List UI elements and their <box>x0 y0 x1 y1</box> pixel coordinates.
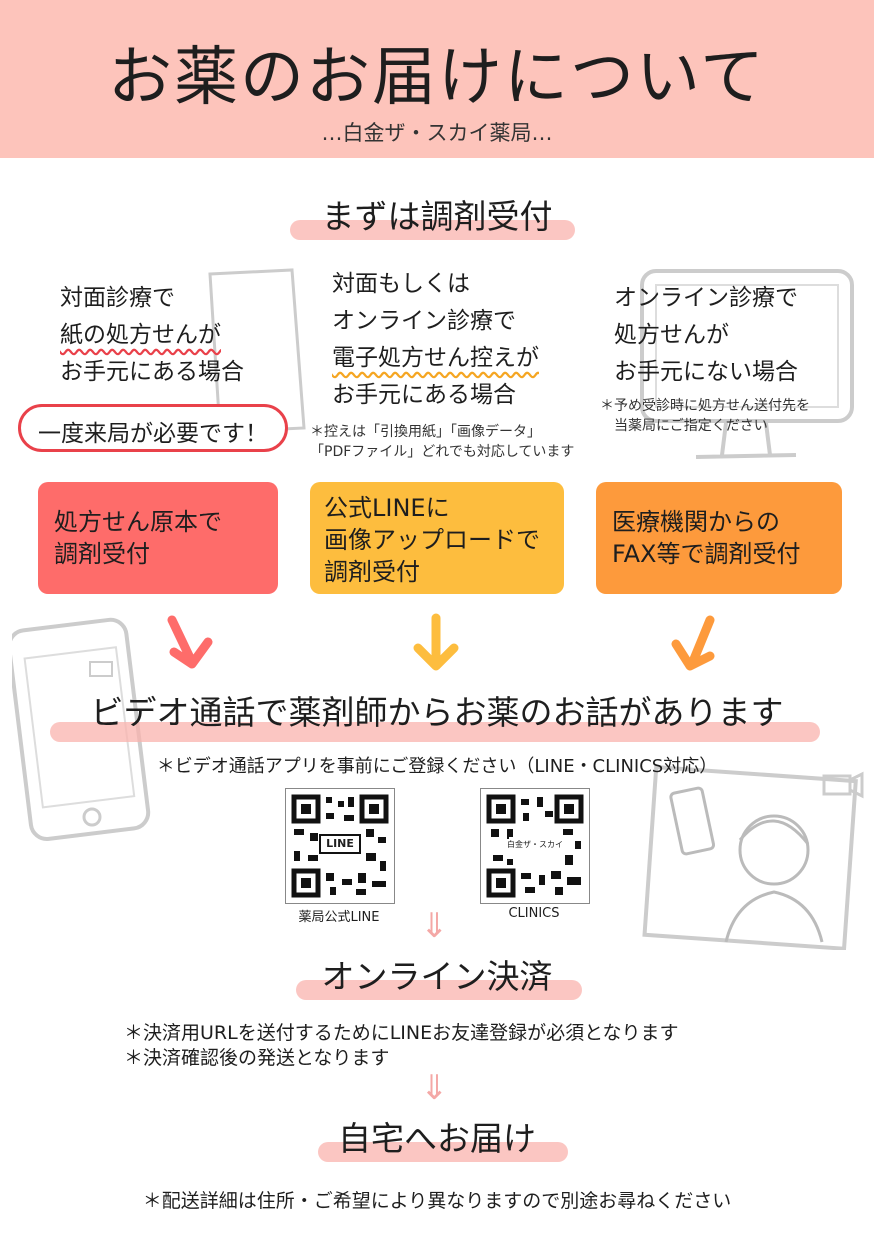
step4-heading: 自宅へお届け <box>338 1119 536 1158</box>
case2-note-line: ＊控えは「引換用紙」「画像データ」 <box>310 424 541 440</box>
arrow-down-icon <box>671 615 715 671</box>
heading-underline <box>290 220 575 240</box>
case3-line: オンライン診療で <box>614 285 798 311</box>
heading-underline <box>296 980 582 1000</box>
qr-pattern-icon <box>486 794 584 898</box>
qr-caption: CLINICS <box>508 906 560 921</box>
case2-line: オンライン診療で <box>332 308 516 334</box>
arrow-down-icon <box>167 615 213 669</box>
case3-note-line: 当薬局にご指定ください <box>614 418 768 434</box>
arrow-down-icon: ⇓ <box>420 906 449 946</box>
case2-line: 電子処方せん控えが <box>332 345 539 371</box>
case3-note-line: ＊予め受診時に処方せん送付先を <box>600 398 810 414</box>
case3-line: 処方せんが <box>614 322 729 348</box>
case2-text: 対面もしくは オンライン診療で 電子処方せん控えが お手元にある場合 <box>332 266 539 414</box>
heading-underline <box>50 722 820 742</box>
case2-note-line: 「PDFファイル」どれでも対応しています <box>310 444 575 460</box>
reception-box-fax: 医療機関からの FAX等で調剤受付 <box>596 482 842 594</box>
step1-heading: まずは調剤受付 <box>321 197 553 236</box>
case3-line: お手元にない場合 <box>614 359 798 385</box>
reception-box-paper: 処方せん原本で 調剤受付 <box>38 482 278 594</box>
qr-logo-label: LINE <box>326 837 354 850</box>
payment-note: ＊決済用URLを送付するためにLINEお友達登録が必須となります <box>124 1022 679 1044</box>
step3-heading: オンライン決済 <box>321 957 553 996</box>
callout-bubble <box>18 404 288 452</box>
arrow-down-icon: ⇓ <box>420 1068 449 1108</box>
case2-line: 対面もしくは <box>332 271 470 297</box>
qr-pattern-icon <box>291 794 389 898</box>
line-qr-code[interactable]: LINE <box>285 788 395 904</box>
delivery-note: ＊配送詳細は住所・ご希望により異なりますので別途お尋ねください <box>142 1190 732 1212</box>
heading-underline <box>318 1142 568 1162</box>
pharmacy-name: …白金ザ・スカイ薬局… <box>321 121 553 145</box>
qr-caption: 薬局公式LINE <box>298 910 380 925</box>
header-banner <box>0 0 874 158</box>
video-note: ＊ビデオ通話アプリを事前にご登録ください（LINE・CLINICS対応） <box>156 756 718 777</box>
case1-line: 紙の処方せんが <box>60 322 221 348</box>
clinics-qr-code[interactable]: 白金ザ・スカイ <box>480 788 590 904</box>
callout-text: 一度来局が必要です！ <box>38 421 268 447</box>
reception-box-line: 公式LINEに 画像アップロードで 調剤受付 <box>310 482 564 594</box>
case2-line: お手元にある場合 <box>332 382 516 408</box>
case1-line: お手元にある場合 <box>60 359 244 385</box>
page-title: お薬のお届けについて <box>107 41 767 115</box>
case1-line: 対面診療で <box>60 285 175 311</box>
arrow-down-icon <box>413 613 459 671</box>
step2-heading: ビデオ通話で薬剤師からお薬のお話があります <box>90 693 784 732</box>
case3-text: オンライン診療で 処方せんが お手元にない場合 <box>614 280 798 391</box>
pharmacist-video-sketch-icon <box>642 765 864 950</box>
case1-text: 対面診療で 紙の処方せんが お手元にある場合 <box>60 280 244 391</box>
case2-note: ＊控えは「引換用紙」「画像データ」 「PDFファイル」どれでも対応しています <box>310 422 574 462</box>
qr-logo-label: 白金ザ・スカイ <box>507 840 563 849</box>
case3-note: ＊予め受診時に処方せん送付先を 当薬局にご指定ください <box>600 396 810 436</box>
monitor-sketch-icon <box>640 269 854 459</box>
payment-note: ＊決済確認後の発送となります <box>124 1047 390 1069</box>
paper-sketch-icon <box>208 268 306 434</box>
